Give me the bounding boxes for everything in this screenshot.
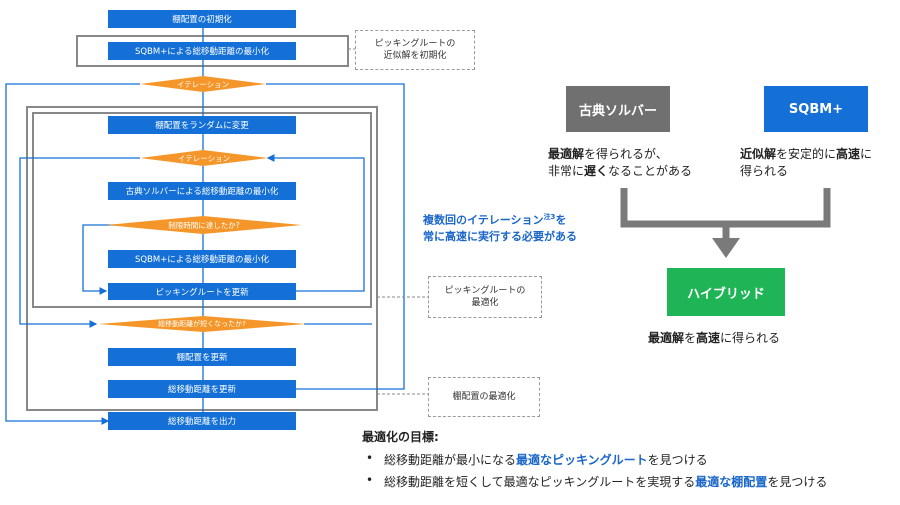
route-init-note-line1: ピッキングルートの	[374, 38, 456, 49]
classic-solver-box: 古典ソルバー	[566, 86, 670, 132]
time-limit-label: 制限時間に達したか?	[168, 220, 240, 230]
classic-minimize-box: 古典ソルバーによる総移動距離の最小化	[108, 182, 296, 200]
sqbm-box: SQBM+	[764, 86, 868, 132]
init-frame	[76, 35, 349, 67]
iteration-inner-diamond	[140, 150, 268, 166]
sqbm-description: 近似解を安定的に高速に 得られる	[740, 147, 873, 179]
hybrid-box: ハイブリッド	[667, 268, 785, 316]
classic-description: 最適解を得られるが、 非常に遅くなることがある	[548, 147, 693, 179]
outer-loop-frame	[26, 106, 378, 411]
iteration-note-line1: 複数回のイテレーション注3を	[423, 213, 567, 227]
iteration-requirement-note: 複数回のイテレーション注3を 常に高速に実行する必要がある	[423, 212, 577, 245]
iteration-note-line2: 常に高速に実行する必要がある	[423, 229, 577, 243]
iteration-outer-diamond	[140, 76, 266, 92]
layout-opt-note: 棚配置の最適化	[428, 377, 540, 417]
flowchart-lines	[5, 28, 428, 425]
sqbm-init-box: SQBM+による総移動距離の最小化	[108, 42, 296, 60]
optimization-goals: 最適化の目標: 総移動距離が最小になる最適なピッキングルートを見つける 総移動距…	[362, 428, 892, 495]
sqbm-minimize-box: SQBM+による総移動距離の最小化	[108, 250, 296, 268]
layout-opt-note-text: 棚配置の最適化	[452, 391, 516, 402]
route-opt-note: ピッキングルートの 最適化	[428, 276, 542, 318]
update-layout-box: 棚配置を更新	[108, 348, 296, 366]
init-layout-box: 棚配置の初期化	[108, 10, 296, 28]
route-init-note: ピッキングルートの 近似解を初期化	[355, 30, 475, 70]
goal-item-layout: 総移動距離を短くして最適なピッキングルートを実現する最適な棚配置を見つける	[362, 473, 892, 490]
update-route-box: ピッキングルートを更新	[108, 283, 296, 300]
inner-loop-frame	[32, 112, 372, 308]
distance-shorter-diamond	[98, 316, 306, 332]
hybrid-description: 最適解を高速に得られる	[648, 331, 781, 345]
time-limit-diamond	[106, 216, 302, 234]
route-opt-note-line2: 最適化	[471, 298, 499, 308]
iteration-outer-label: イテレーション	[176, 79, 230, 89]
route-opt-note-line1: ピッキングルートの	[444, 285, 526, 296]
update-distance-box: 総移動距離を更新	[108, 380, 296, 398]
goals-title: 最適化の目標:	[362, 430, 439, 444]
output-distance-box: 総移動距離を出力	[108, 412, 296, 430]
distance-shorter-label: 総移動距離が短くなったか?	[158, 320, 246, 328]
iteration-inner-label: イテレーション	[177, 153, 231, 163]
random-change-box: 棚配置をランダムに変更	[108, 116, 296, 134]
goal-item-route: 総移動距離が最小になる最適なピッキングルートを見つける	[362, 451, 892, 468]
route-init-note-line2: 近似解を初期化	[383, 51, 447, 61]
